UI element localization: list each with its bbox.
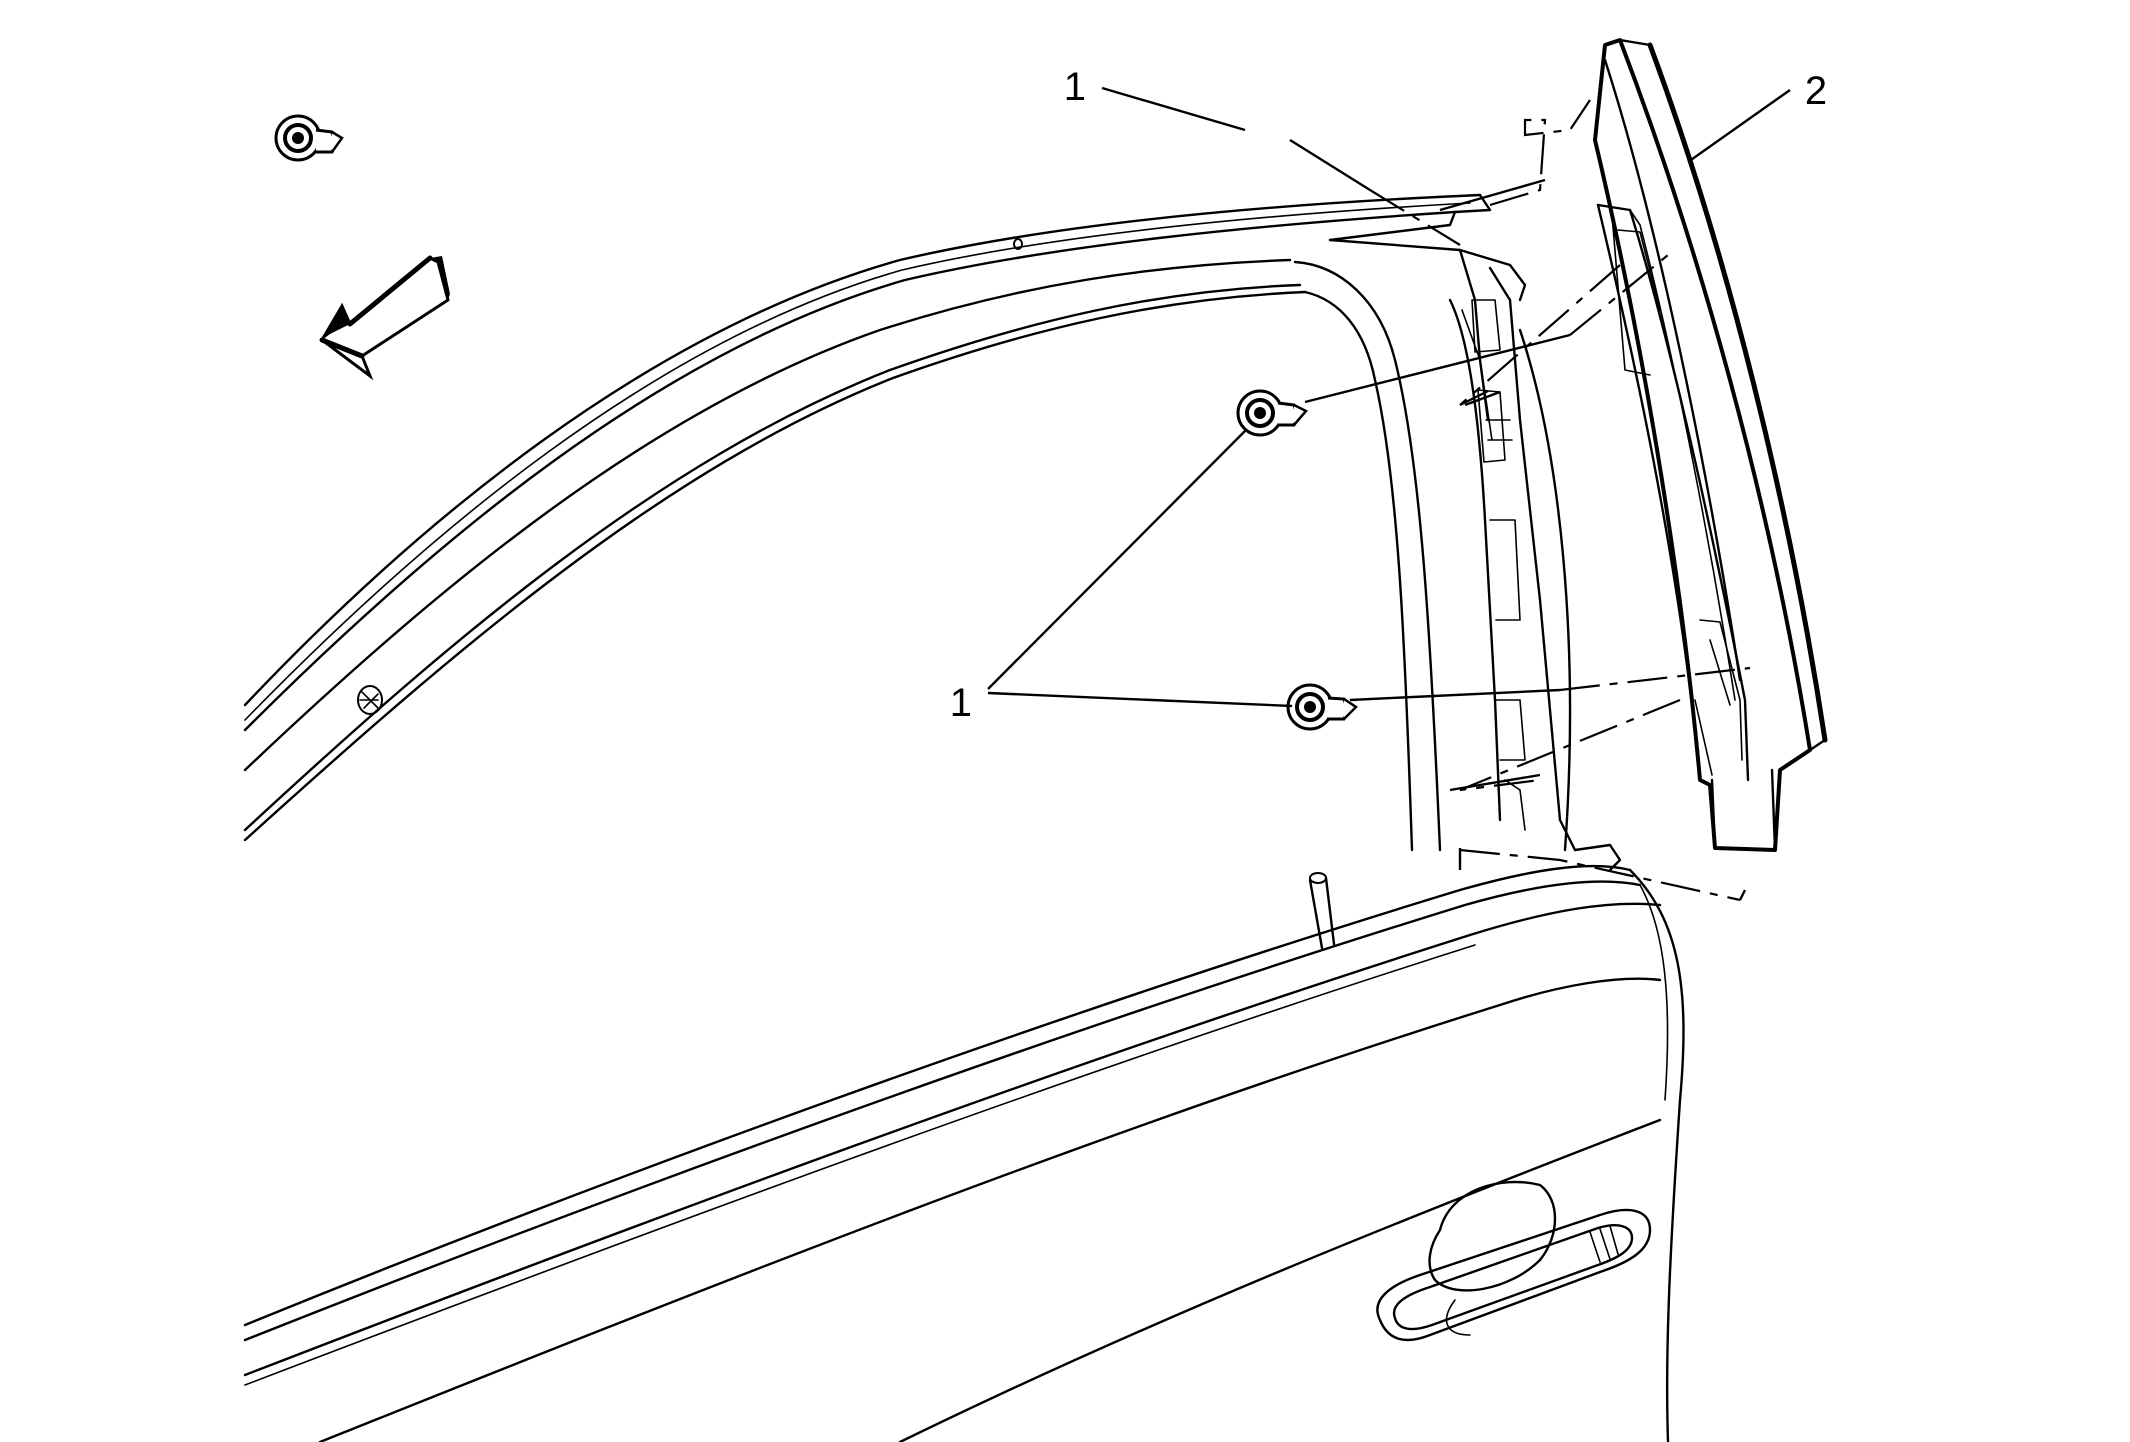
door-rear-pillar — [1293, 238, 1622, 872]
alignment-lines — [1289, 99, 1751, 902]
fastener-lower — [1286, 683, 1358, 731]
fastener-middle — [1236, 389, 1308, 437]
door-lower-panel — [243, 864, 1685, 1442]
door-window-frame — [243, 193, 1492, 842]
door-applique-part — [1593, 38, 1828, 852]
fastener-top — [274, 114, 344, 162]
callout-leaders — [987, 86, 1791, 708]
door-handle — [1376, 1180, 1652, 1342]
callout-label-fastener-top: 1 — [1064, 65, 1086, 109]
callout-label-applique: 2 — [1805, 69, 1827, 113]
front-direction-arrow-icon — [319, 255, 450, 381]
callout-label-fastener-group: 1 — [950, 681, 972, 725]
